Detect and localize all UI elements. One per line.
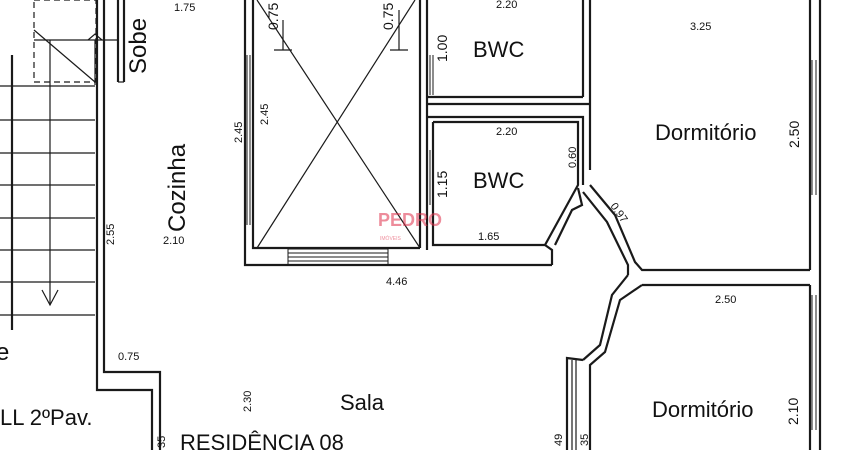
- room-label-residencia: RESIDÊNCIA 08: [180, 430, 344, 450]
- bathrooms: [427, 0, 592, 265]
- void-box: [243, 0, 552, 267]
- watermark-sub: IMÓVEIS: [380, 235, 402, 242]
- dim-097: 0.97: [608, 201, 630, 225]
- dim-075-b: 0.75: [380, 3, 396, 30]
- room-label-dormitorio-top: Dormitório: [655, 120, 756, 145]
- bedrooms: [565, 0, 822, 450]
- dim-175: 1.75: [174, 2, 195, 14]
- dim-115: 1.15: [434, 171, 450, 198]
- dim-250-bottom: 2.50: [715, 294, 736, 306]
- dim-100: 1.00: [434, 35, 450, 62]
- dim-35-a: 35: [156, 436, 168, 448]
- dim-446: 4.46: [386, 276, 407, 288]
- dim-060: 0.60: [567, 147, 579, 168]
- dim-245-b: 2.45: [259, 104, 271, 125]
- room-label-cozinha: Cozinha: [164, 143, 191, 232]
- room-label-hall: LL 2ºPav.: [0, 405, 92, 430]
- dim-220-top: 2.20: [496, 0, 517, 11]
- dim-245-a: 2.45: [233, 122, 245, 143]
- dim-35-b: 35: [579, 434, 591, 446]
- room-label-bwc-top: BWC: [473, 37, 524, 62]
- dim-220-mid: 2.20: [496, 126, 517, 138]
- room-label-dormitorio-bottom: Dormitório: [652, 397, 753, 422]
- room-label-sobe: Sobe: [125, 18, 152, 74]
- watermark-brand: PEDRO: [378, 210, 442, 230]
- dim-230: 2.30: [242, 391, 254, 412]
- dim-250-right: 2.50: [786, 121, 802, 148]
- dim-49: 49: [553, 434, 565, 446]
- dim-325: 3.25: [690, 21, 711, 33]
- dim-210-right: 2.10: [785, 398, 801, 425]
- walls-left: [95, 0, 162, 450]
- room-label-edge-letter: e: [0, 339, 9, 366]
- dim-165: 1.65: [478, 231, 499, 243]
- dim-210-left: 2.10: [163, 235, 184, 247]
- dim-075-bottom: 0.75: [118, 351, 139, 363]
- dim-075-a: 0.75: [265, 3, 281, 30]
- room-label-sala: Sala: [340, 390, 385, 415]
- dim-255: 2.55: [105, 224, 117, 245]
- staircase: [0, 0, 118, 330]
- room-label-bwc-mid: BWC: [473, 168, 524, 193]
- watermark-logo: PEDRO IMÓVEIS: [378, 210, 442, 242]
